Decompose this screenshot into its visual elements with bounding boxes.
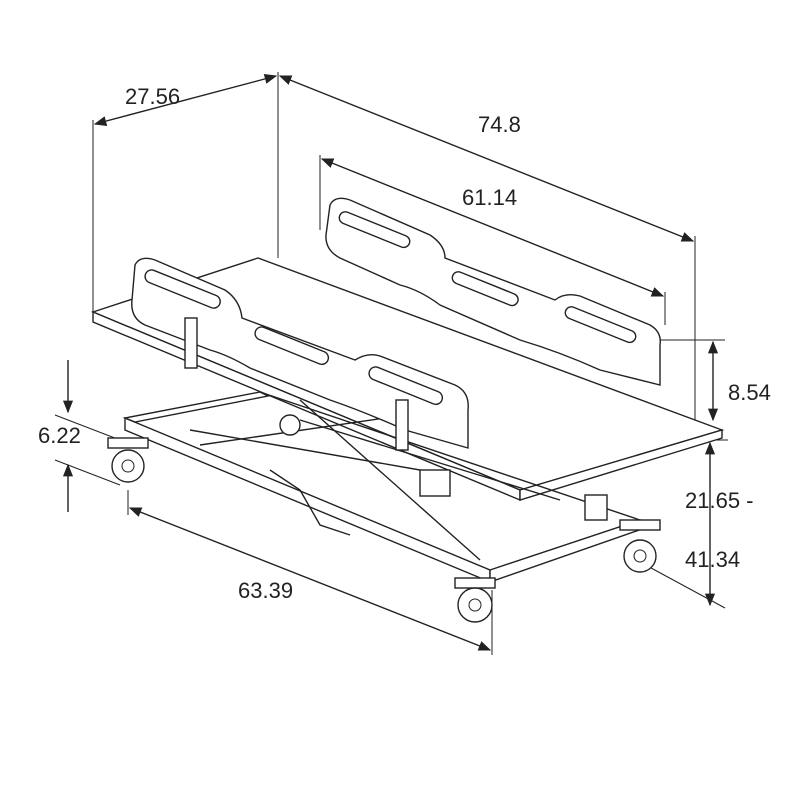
ground-clearance-label: 6.22 [38,423,81,448]
caster-front-left [107,437,149,483]
base-frame [122,391,647,584]
height-min-label: 21.65 - [685,488,754,513]
caster-front-right [454,577,496,623]
height-max-label: 41.34 [685,547,740,572]
caster-back-right [619,519,661,573]
caster-back-left [279,414,301,436]
dimension-lines [62,74,719,651]
front-side-rail [131,257,469,451]
dimension-labels: 27.56 74.8 61.14 8.54 6.22 21.65 - 41.34… [38,84,771,603]
back-side-rail [325,197,661,386]
rail-length-label: 61.14 [462,185,517,210]
base-length-label: 63.39 [238,578,293,603]
rail-height-label: 8.54 [728,380,771,405]
casters [107,414,661,623]
width-label: 27.56 [125,84,180,109]
overall-length-label: 74.8 [478,112,521,137]
